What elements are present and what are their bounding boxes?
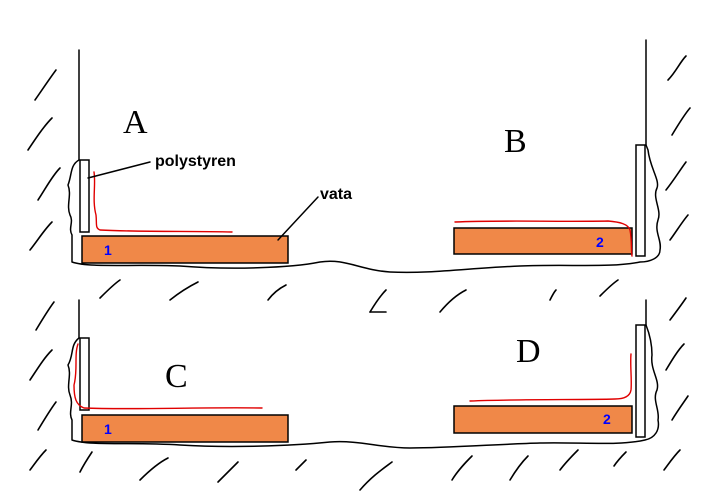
insulation-slab-d bbox=[453, 405, 633, 434]
insulation-number-a: 1 bbox=[104, 242, 112, 258]
polystyrene-leader-line bbox=[87, 161, 151, 179]
polystyrene-board-left-a bbox=[79, 159, 90, 233]
floor-slab-outline-top bbox=[67, 144, 662, 274]
insulation-number-d: 2 bbox=[603, 411, 611, 427]
polystyrene-board-right-d bbox=[635, 324, 646, 438]
panel-label-b: B bbox=[504, 123, 527, 160]
panel-label-c: C bbox=[165, 358, 188, 395]
vapor-barrier-b bbox=[454, 220, 633, 257]
hatching-marks bbox=[27, 55, 691, 491]
vapor-barrier-a bbox=[93, 171, 233, 233]
insulation-slab-b bbox=[453, 227, 633, 255]
top-floor-section bbox=[67, 39, 662, 274]
polystyrene-board-left-c bbox=[79, 337, 90, 411]
panel-label-a: A bbox=[123, 104, 148, 141]
insulation-slab-a bbox=[81, 235, 289, 264]
insulation-number-b: 2 bbox=[596, 234, 604, 250]
vapor-barrier-c bbox=[73, 343, 263, 410]
floor-slab-outline-bottom bbox=[67, 324, 660, 449]
vapor-barrier-d bbox=[469, 353, 632, 402]
panel-label-d: D bbox=[516, 333, 541, 370]
wool-callout-label: vata bbox=[320, 186, 352, 203]
insulation-slab-c bbox=[81, 414, 289, 443]
wool-leader-line bbox=[277, 196, 319, 241]
polystyrene-board-right-b bbox=[635, 144, 646, 257]
polystyrene-callout-label: polystyren bbox=[155, 153, 236, 170]
insulation-number-c: 1 bbox=[104, 421, 112, 437]
bottom-floor-section bbox=[67, 299, 660, 449]
